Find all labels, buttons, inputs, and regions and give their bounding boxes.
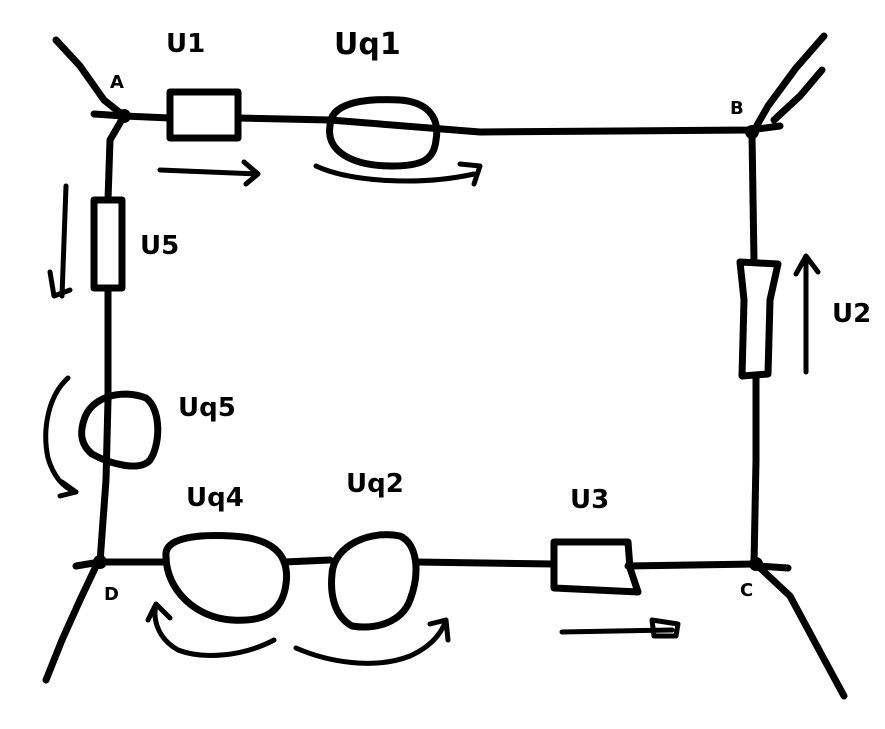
label-u1: U1 [166,29,205,59]
source-uq1 [326,96,441,170]
wire-right-bottom [750,372,760,568]
wire-top-right [234,114,784,136]
source-uq5 [78,390,162,470]
lead-d-lower-left [42,558,102,684]
label-u3: U3 [570,485,609,515]
label-u5: U5 [140,231,179,261]
resistor-u1 [166,88,242,142]
source-uq2 [328,531,420,631]
lead-c-stub [754,562,792,572]
node-label-c: C [740,580,753,601]
node-dot-a [117,109,131,123]
label-uq5: Uq5 [178,393,236,423]
arrow-u1 [157,159,261,187]
node-label-b: B [730,98,744,119]
lead-a-upper-left [52,36,128,120]
label-uq4: Uq4 [186,483,244,513]
label-u2: U2 [832,299,871,329]
arrow-uq2 [293,617,451,666]
lead-b-upper-right-2 [770,66,826,124]
resistor-u5 [90,196,126,292]
arrow-u3 [559,617,681,639]
arrow-uq4 [145,601,277,658]
node-dot-d [93,555,107,569]
lead-c-lower-right [754,562,848,700]
wire-left-bottom [96,284,112,566]
arrow-uq1 [313,161,483,187]
arrow-u2 [793,253,821,375]
label-uq2: Uq2 [346,469,404,499]
arrow-u5 [47,183,73,299]
wire-left-top [104,112,128,204]
resistor-u3 [550,538,642,596]
label-uq1: Uq1 [334,27,401,62]
wire-right-top [748,130,758,266]
source-uq4 [162,532,291,624]
resistor-u2 [736,258,782,380]
node-label-d: D [104,584,119,605]
wire-top-left [120,112,174,122]
lead-b-upper-right [748,32,828,138]
node-label-a: A [110,72,124,93]
node-dot-c [749,557,763,571]
node-dot-b [745,125,759,139]
arrow-uq5 [43,375,79,499]
